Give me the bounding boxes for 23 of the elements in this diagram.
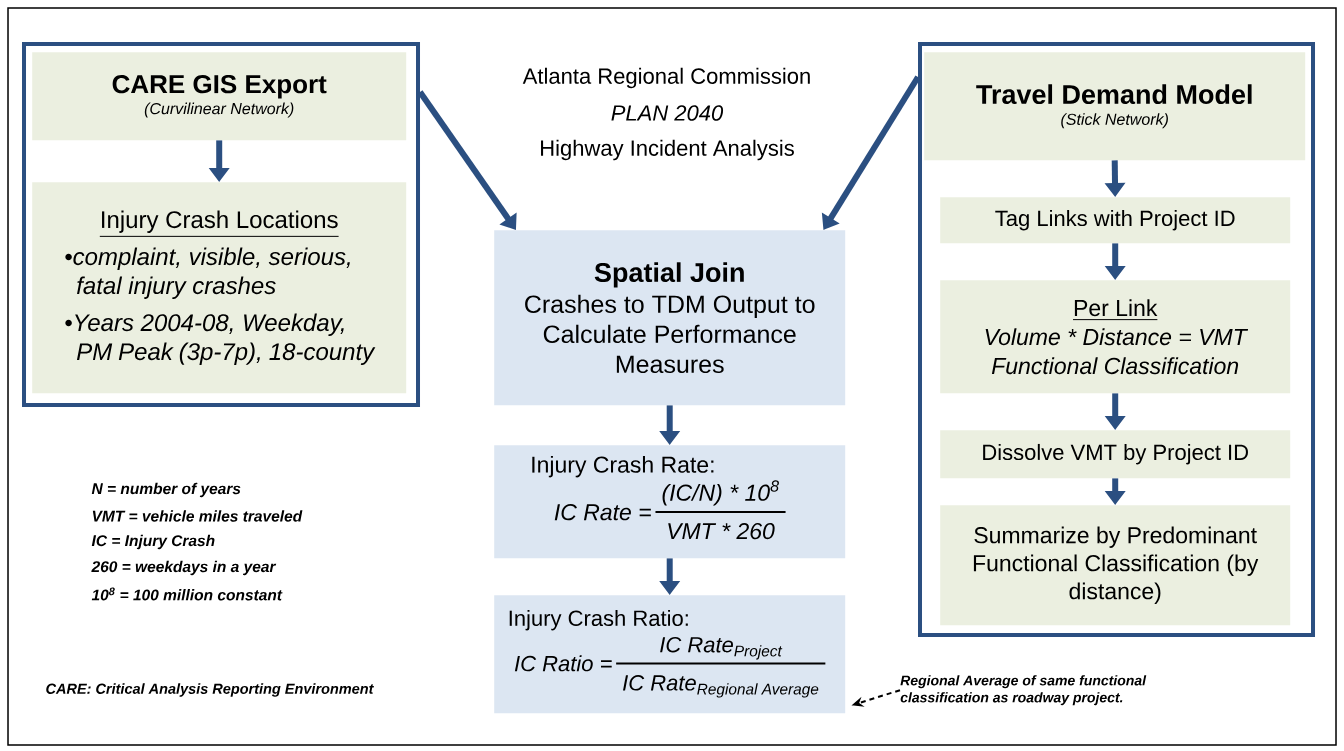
title-line: Highway Incident Analysis bbox=[541, 139, 794, 161]
title: Atlanta Regional Commission bbox=[522, 67, 810, 89]
legend-line: 260 = weekdays in a year bbox=[91, 560, 277, 576]
legend-line: 10$^{8}$ = 100 million constant bbox=[91, 587, 283, 601]
legend-line: VMT = vehicle miles traveled bbox=[92, 510, 303, 522]
process-box: Per Link Volume * Distance = VMT Functional Classification bbox=[940, 280, 1291, 394]
legend-line: N = number of years bbox=[91, 482, 241, 498]
arrow bbox=[417, 90, 517, 230]
formula-box: Injury Crash Rate: IC Rate = (IC/N) * 10$^{8}$ VMT * 260 bbox=[494, 445, 846, 559]
outer-frame bbox=[918, 42, 1315, 637]
process-box: Summarize by Predominant Functional Classification (by distance) bbox=[940, 505, 1291, 626]
process-box: Dissolve VMT by Project ID bbox=[940, 430, 1291, 479]
formula-box: Injury Crash Ratio: IC Ratio = $\textit{IC Rate}_{\textit{Project}}$ $\textit{IC Rate}_{\textit{Regional Average}}$ bbox=[494, 595, 846, 714]
outer-frame bbox=[22, 42, 420, 407]
title-line: PLAN 2040 bbox=[611, 105, 724, 121]
legend-line: IC = Injury Crash bbox=[91, 534, 215, 550]
process-box: Tag Links with Project ID bbox=[940, 197, 1291, 244]
note-text: Regional Average of same functional classification as roadway project. bbox=[900, 675, 1147, 706]
footnote: CARE: Critical Analysis Reporting Environment bbox=[46, 683, 374, 697]
process-box: CARE GIS Export (Curvilinear Network) bbox=[32, 52, 407, 141]
process-box: Travel Demand Model (Stick Network) bbox=[924, 52, 1306, 161]
process-box: Injury Crash Locations •complaint, visible, serious, fatal injury crashes •Years 2004-08, Weekday, PM Peak (3p-7p), 18-county bbox=[32, 182, 407, 394]
process-box: Spatial Join Crashes to TDM Output to Calculate Performance Measures bbox=[494, 230, 846, 406]
